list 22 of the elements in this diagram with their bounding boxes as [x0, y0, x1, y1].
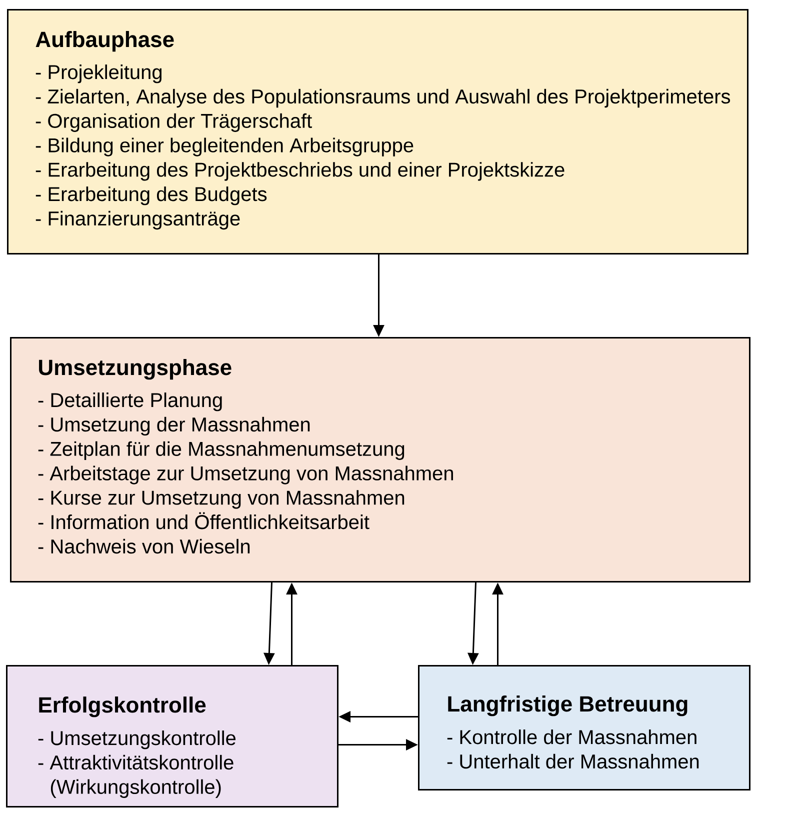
box-heading: Langfristige Betreuung	[448, 696, 688, 716]
list-item: - Information und Öffentlichkeitsarbeit	[38, 512, 370, 530]
list-item: - Kurse zur Umsetzung von Massnahmen	[38, 490, 404, 509]
list-item: - Umsetzungskontrolle	[38, 730, 236, 750]
box-heading: Umsetzungsphase	[39, 359, 232, 380]
list-item: - Nachweis von Wieseln	[38, 538, 250, 554]
list-item: - Zielarten, Analyse des Populationsraums und Auswahl des Projektperimeters	[36, 88, 730, 108]
box-heading: Aufbauphase	[36, 31, 174, 52]
list-item: - Unterhalt der Massnahmen	[447, 754, 699, 769]
list-item: - Detaillierte Planung	[38, 392, 222, 412]
list-item: - Arbeitstage zur Umsetzung von Massnahmen	[38, 466, 453, 484]
list-item: - Umsetzung der Massnahmen	[38, 416, 310, 436]
list-item: - Erarbeitung des Projektbeschriebs und einer Projektskizze	[36, 162, 564, 181]
list-item: - Projekleitung	[36, 64, 162, 84]
list-item: - Kontrolle der Massnahmen	[447, 730, 696, 744]
list-item: - Organisation der Trägerschaft	[36, 113, 312, 132]
list-item: - Erarbeitung des Budgets	[36, 186, 267, 206]
list-item: - Bildung einer begleitenden Arbeitsgruppe	[36, 138, 414, 156]
list-item: - Attraktivitätskontrolle (Wirkungskontrolle)	[38, 754, 234, 798]
box-heading: Erfolgskontrolle	[39, 696, 206, 718]
list-item: - Zeitplan für die Massnahmenumsetzung	[38, 441, 404, 460]
list-item: - Finanzierungsanträge	[36, 210, 240, 230]
